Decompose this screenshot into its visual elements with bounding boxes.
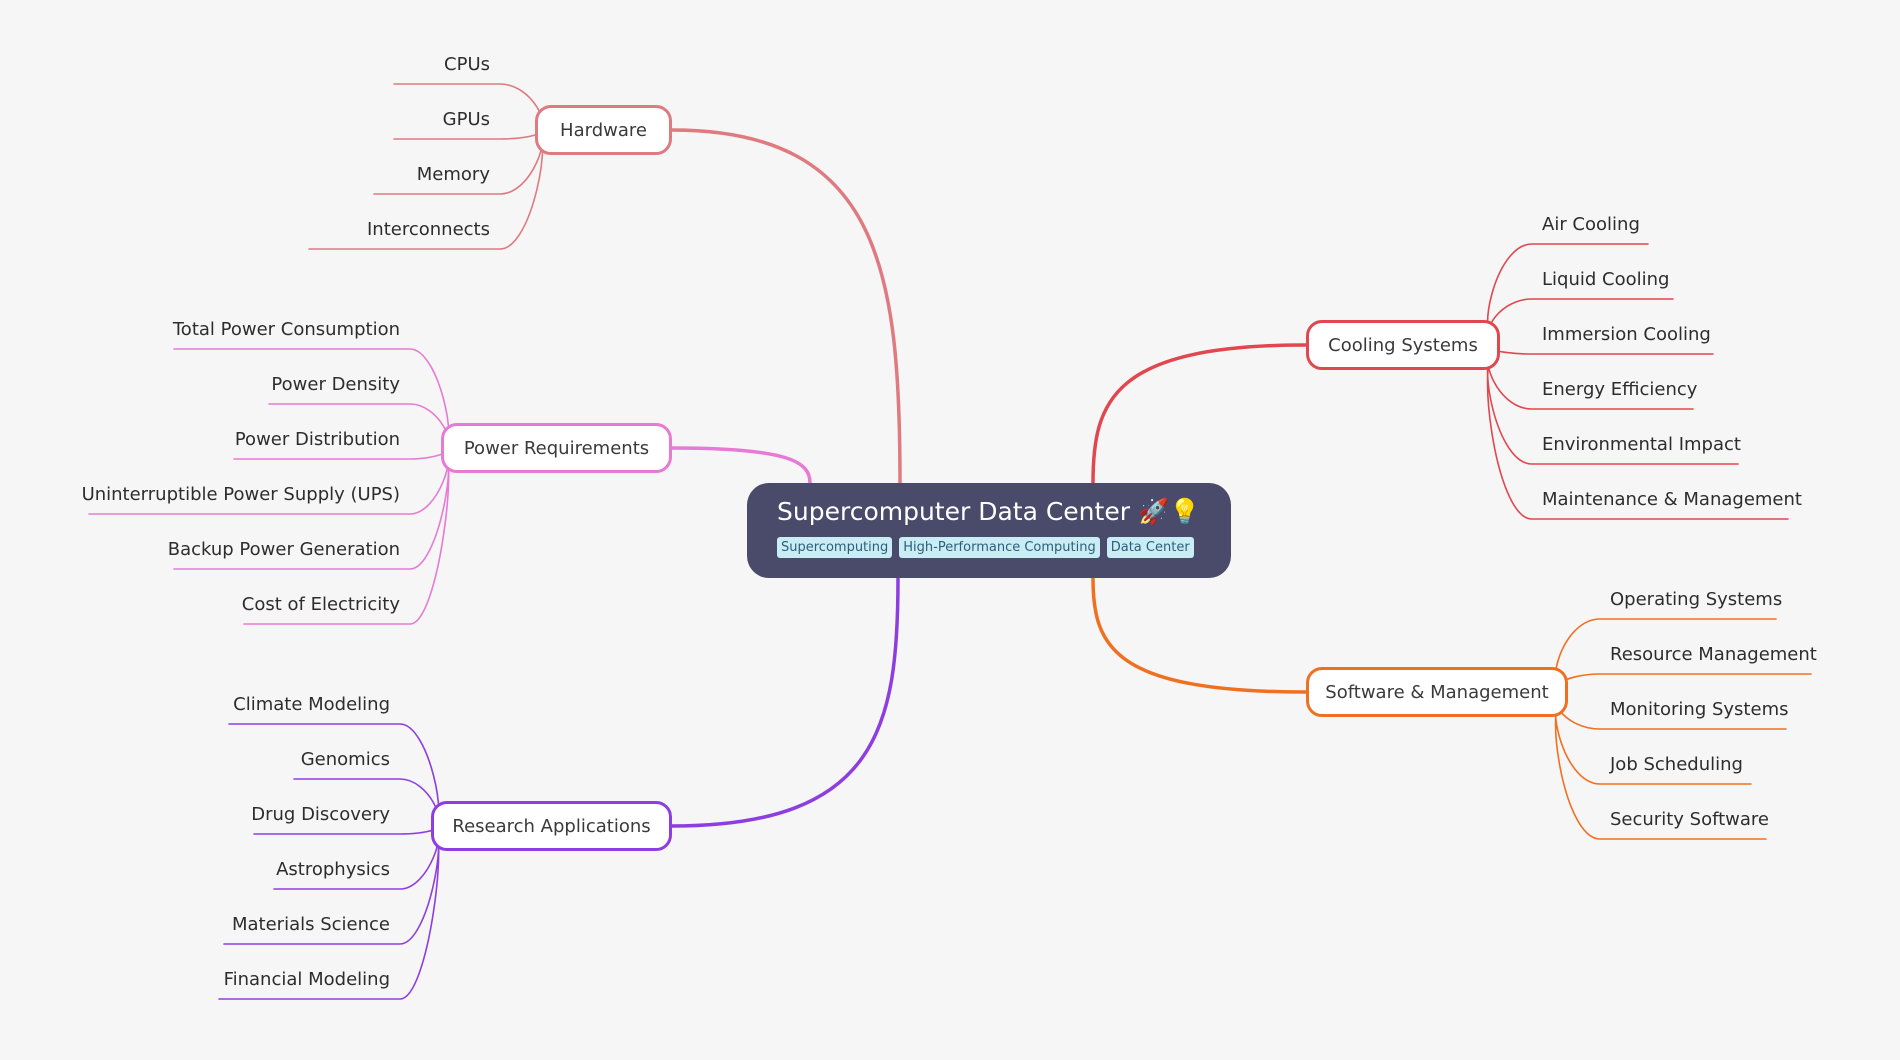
leaf-software-management-1[interactable]: Operating Systems	[1610, 588, 1783, 610]
leaf-hardware-3[interactable]: Memory	[416, 163, 490, 185]
leaf-software-management-4[interactable]: Job Scheduling	[1610, 753, 1743, 775]
leaf-power-requirements-2[interactable]: Power Density	[271, 373, 400, 395]
root-tags: Supercomputing High-Performance Computin…	[777, 537, 1203, 558]
branch-node-hardware[interactable]: Hardware	[535, 105, 672, 155]
leaf-power-requirements-3[interactable]: Power Distribution	[234, 428, 400, 450]
leaf-software-management-2[interactable]: Resource Management	[1610, 643, 1817, 665]
leaf-cooling-systems-4[interactable]: Energy Efficiency	[1542, 378, 1698, 400]
tag-data-center[interactable]: Data Center	[1106, 537, 1194, 558]
leaf-research-applications-3[interactable]: Drug Discovery	[251, 803, 390, 825]
link-software-management-2	[1554, 673, 1812, 693]
leaf-research-applications-2[interactable]: Genomics	[300, 748, 390, 770]
leaf-cooling-systems-1[interactable]: Air Cooling	[1542, 213, 1640, 235]
link-root-software-management	[1091, 576, 1308, 694]
tag-high-performance-computing[interactable]: High-Performance Computing	[899, 537, 1100, 558]
root-node[interactable]: Supercomputer Data Center 🚀💡 Supercomput…	[747, 483, 1231, 578]
leaf-software-management-3[interactable]: Monitoring Systems	[1610, 698, 1789, 720]
branch-node-software-management[interactable]: Software & Management	[1306, 667, 1568, 717]
leaf-research-applications-6[interactable]: Financial Modeling	[223, 968, 390, 990]
leaf-research-applications-4[interactable]: Astrophysics	[276, 858, 390, 880]
leaf-power-requirements-1[interactable]: Total Power Consumption	[172, 318, 400, 340]
leaf-research-applications-1[interactable]: Climate Modeling	[233, 693, 390, 715]
link-root-cooling-systems	[1091, 343, 1308, 485]
link-root-power-requirements	[670, 446, 812, 485]
link-root-hardware	[670, 128, 902, 485]
branch-node-research-applications[interactable]: Research Applications	[431, 801, 672, 851]
leaf-cooling-systems-3[interactable]: Immersion Cooling	[1542, 323, 1711, 345]
leaf-software-management-5[interactable]: Security Software	[1610, 808, 1769, 830]
leaf-hardware-2[interactable]: GPUs	[442, 108, 490, 130]
leaf-power-requirements-6[interactable]: Cost of Electricity	[241, 593, 400, 615]
root-title: Supercomputer Data Center 🚀💡	[777, 497, 1201, 526]
leaf-research-applications-5[interactable]: Materials Science	[231, 913, 390, 935]
link-root-research-applications	[670, 576, 900, 828]
leaf-cooling-systems-5[interactable]: Environmental Impact	[1542, 433, 1741, 455]
leaf-hardware-1[interactable]: CPUs	[444, 53, 490, 75]
leaf-cooling-systems-6[interactable]: Maintenance & Management	[1542, 488, 1802, 510]
branch-node-power-requirements[interactable]: Power Requirements	[441, 423, 672, 473]
tag-supercomputing[interactable]: Supercomputing	[777, 537, 893, 558]
leaf-power-requirements-5[interactable]: Backup Power Generation	[167, 538, 400, 560]
leaf-cooling-systems-2[interactable]: Liquid Cooling	[1542, 268, 1670, 290]
leaf-hardware-4[interactable]: Interconnects	[367, 218, 490, 240]
branch-node-cooling-systems[interactable]: Cooling Systems	[1306, 320, 1500, 370]
leaf-power-requirements-4[interactable]: Uninterruptible Power Supply (UPS)	[81, 483, 400, 505]
